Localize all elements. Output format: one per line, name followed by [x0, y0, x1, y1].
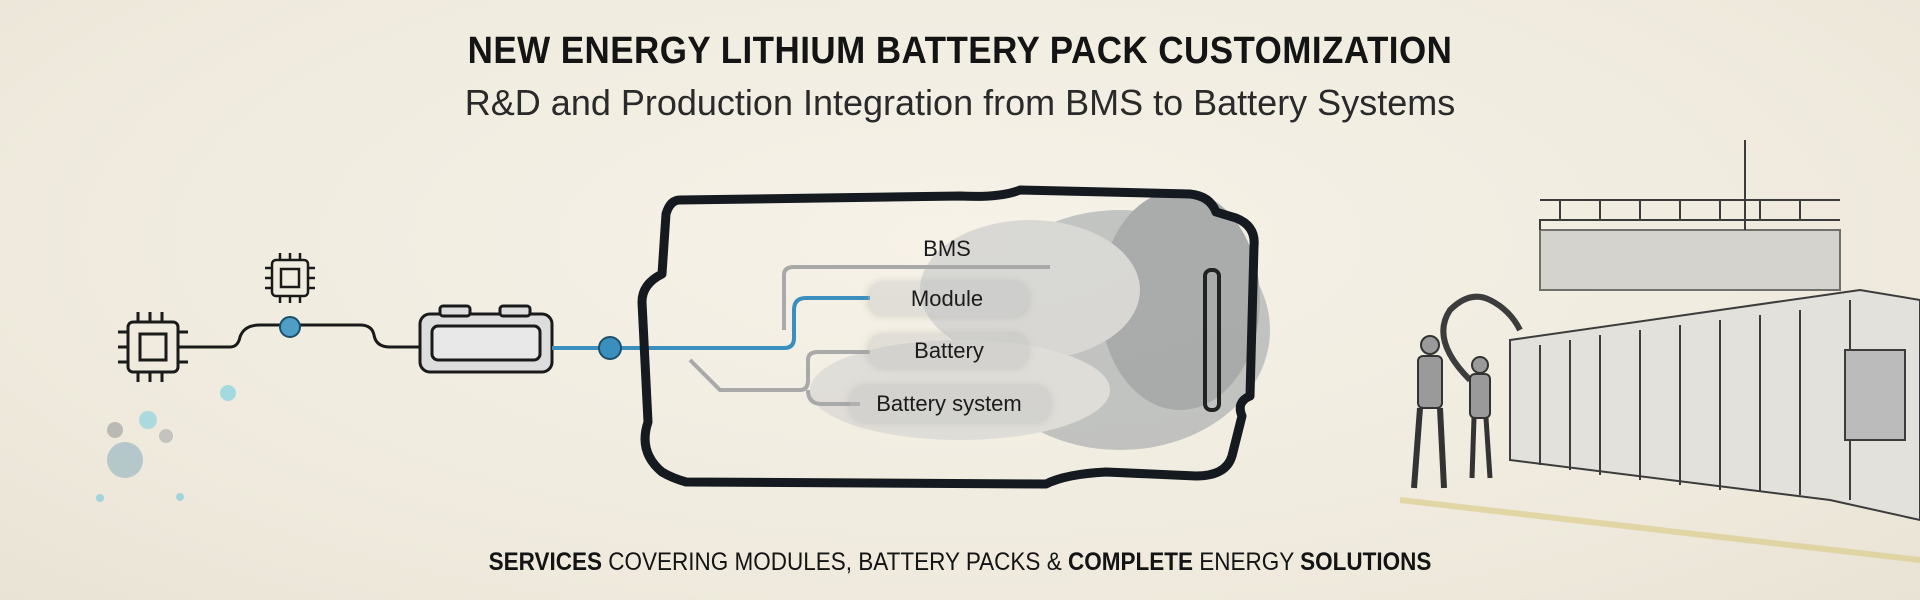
worker-figure: [1411, 335, 1493, 489]
tagline-solutions: SOLUTIONS: [1300, 548, 1432, 576]
branch-lines: [688, 265, 1050, 406]
ink-frame: [637, 185, 1259, 489]
page-title: NEW ENERGY LITHIUM BATTERY PACK CUSTOMIZ…: [467, 30, 1453, 72]
module-box: [868, 282, 1028, 316]
industrial-scene: [1399, 140, 1920, 563]
blue-node-dot: [598, 336, 622, 360]
battery-system-box: [850, 386, 1050, 422]
blue-link-line: [552, 296, 870, 350]
ink-wash: [810, 190, 1270, 450]
label-battery-system: Battery system: [876, 391, 1022, 416]
node-dot: [279, 316, 301, 338]
circuit-line: [188, 323, 420, 349]
label-module: Module: [910, 286, 984, 311]
tagline-complete: COMPLETE: [1067, 548, 1193, 576]
tagline-energy: ENERGY: [1192, 548, 1301, 576]
tagline-services: SERVICES: [488, 548, 603, 576]
services-tagline: SERVICES COVERING MODULES, BATTERY PACKS…: [96, 548, 1824, 577]
tagline-middle: COVERING MODULES, BATTERY PACKS &: [602, 548, 1068, 576]
battery-box: [868, 334, 1028, 368]
label-battery: Battery: [914, 338, 984, 363]
chip-icon: [118, 312, 188, 382]
label-bms: BMS: [923, 236, 971, 261]
watercolor-dots: [96, 385, 236, 502]
battery-pack-icon: [418, 304, 554, 374]
small-chip-icon: [265, 253, 315, 303]
page-subtitle: R&D and Production Integration from BMS …: [464, 82, 1456, 123]
